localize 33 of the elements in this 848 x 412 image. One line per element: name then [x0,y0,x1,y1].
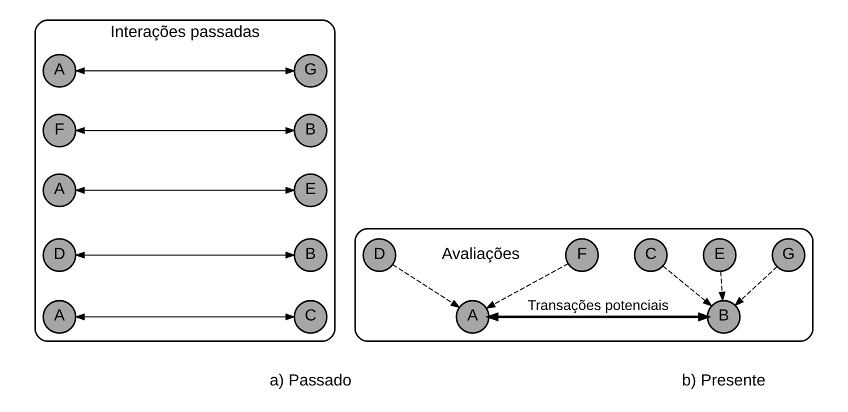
node-circle: A [42,300,76,334]
arrow [74,313,296,320]
node-circle: F [565,238,599,272]
node-circle: A [42,54,76,88]
arrow [74,186,296,194]
arrow [662,266,713,307]
node-circle: B [294,114,328,148]
node-circle: A [456,300,490,334]
node-label: a) Passado [270,372,352,390]
arrow [74,252,296,259]
arrow [74,127,296,134]
arrow [718,271,726,302]
node-circle: D [42,238,76,272]
arrow [485,312,712,322]
node-circle: G [294,54,328,88]
node-circle: G [772,238,806,272]
edge-label: Transações potenciais [528,298,669,314]
node-label: b) Presente [682,372,766,390]
node-circle: E [702,238,737,272]
node-circle: C [294,300,328,334]
cluster [354,228,814,342]
node-circle: D [362,238,396,272]
arrow [485,263,568,309]
node-circle: B [706,300,741,334]
node-circle: F [42,114,76,148]
node-circle: C [634,238,668,272]
node-circle: E [294,173,328,208]
node-circle: A [42,173,76,208]
arrow [74,67,296,74]
node-circle: B [294,238,328,272]
arrow [734,266,778,306]
arrow [392,264,461,308]
label: Avaliações [442,244,520,263]
